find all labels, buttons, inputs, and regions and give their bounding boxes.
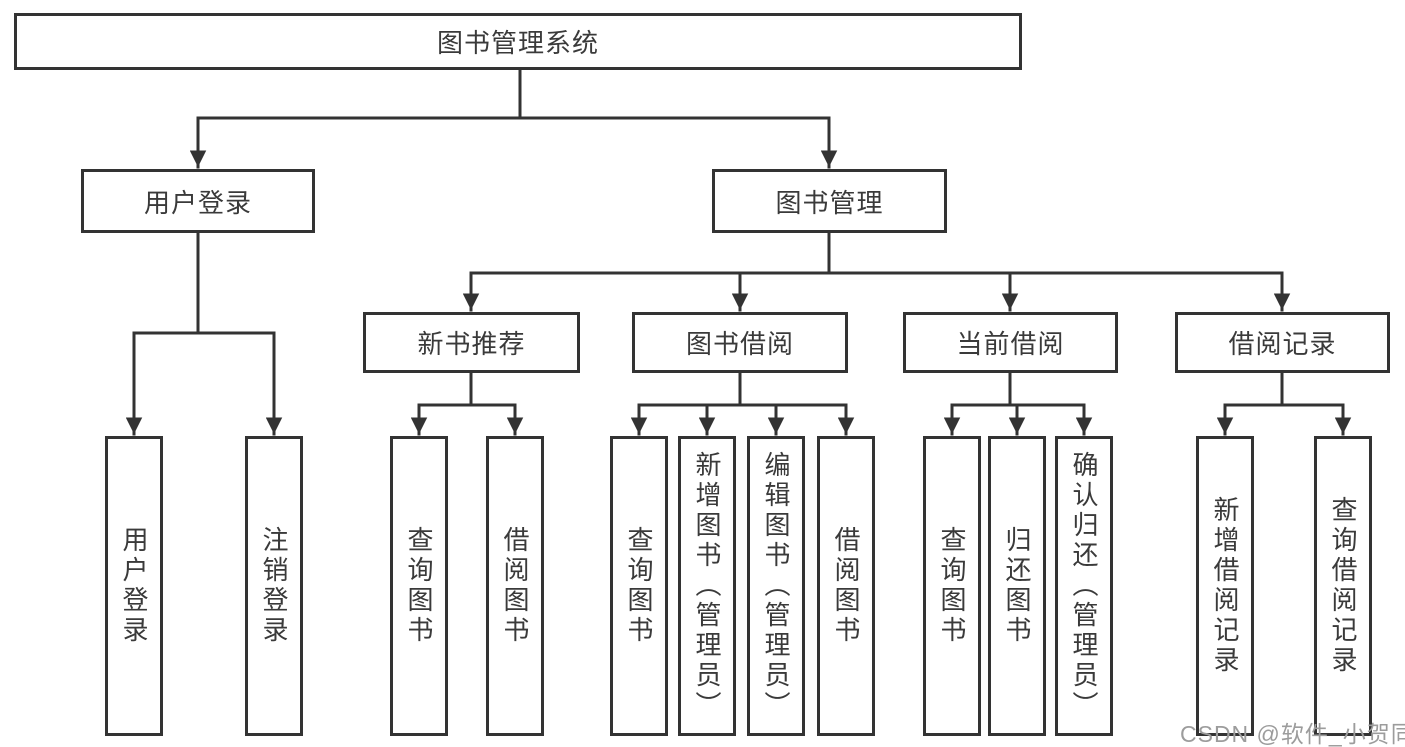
leaf-label: 查询借阅记录 — [1328, 496, 1358, 676]
node-user-login: 用户登录 — [81, 169, 315, 233]
leaf-bb-add-books-admin: 新增图书（管理员） — [678, 436, 736, 736]
leaf-logout-login: 注销登录 — [245, 436, 303, 736]
leaf-user-login: 用户登录 — [105, 436, 163, 736]
leaf-bb-borrow-books: 借阅图书 — [817, 436, 875, 736]
leaf-rec-borrow-books: 借阅图书 — [486, 436, 544, 736]
node-library-management-system: 图书管理系统 — [14, 13, 1022, 70]
leaf-label: 确认归还（管理员） — [1069, 451, 1099, 721]
leaf-label: 用户登录 — [119, 526, 149, 646]
watermark: CSDN @软件_小贺同学 — [1180, 721, 1405, 747]
leaf-label: 查询图书 — [404, 526, 434, 646]
leaf-label: 编辑图书（管理员） — [761, 451, 791, 721]
leaf-br-query-record: 查询借阅记录 — [1314, 436, 1372, 736]
leaf-rec-query-books: 查询图书 — [390, 436, 448, 736]
node-borrowing-records: 借阅记录 — [1175, 312, 1390, 373]
leaf-cb-query-books: 查询图书 — [923, 436, 981, 736]
leaf-label: 新增借阅记录 — [1210, 496, 1240, 676]
node-book-borrowing: 图书借阅 — [632, 312, 848, 373]
leaf-cb-confirm-return-admin: 确认归还（管理员） — [1055, 436, 1113, 736]
node-book-management: 图书管理 — [712, 169, 947, 233]
node-current-borrowing: 当前借阅 — [903, 312, 1118, 373]
leaf-label: 归还图书 — [1002, 526, 1032, 646]
leaf-label: 注销登录 — [259, 526, 289, 646]
leaf-label: 查询图书 — [937, 526, 967, 646]
leaf-label: 查询图书 — [624, 526, 654, 646]
leaf-cb-return-books: 归还图书 — [988, 436, 1046, 736]
leaf-label: 新增图书（管理员） — [692, 451, 722, 721]
leaf-label: 借阅图书 — [500, 526, 530, 646]
leaf-bb-query-books: 查询图书 — [610, 436, 668, 736]
leaf-label: 借阅图书 — [831, 526, 861, 646]
node-new-book-recommend: 新书推荐 — [363, 312, 580, 373]
leaf-bb-edit-books-admin: 编辑图书（管理员） — [747, 436, 805, 736]
leaf-br-add-record: 新增借阅记录 — [1196, 436, 1254, 736]
